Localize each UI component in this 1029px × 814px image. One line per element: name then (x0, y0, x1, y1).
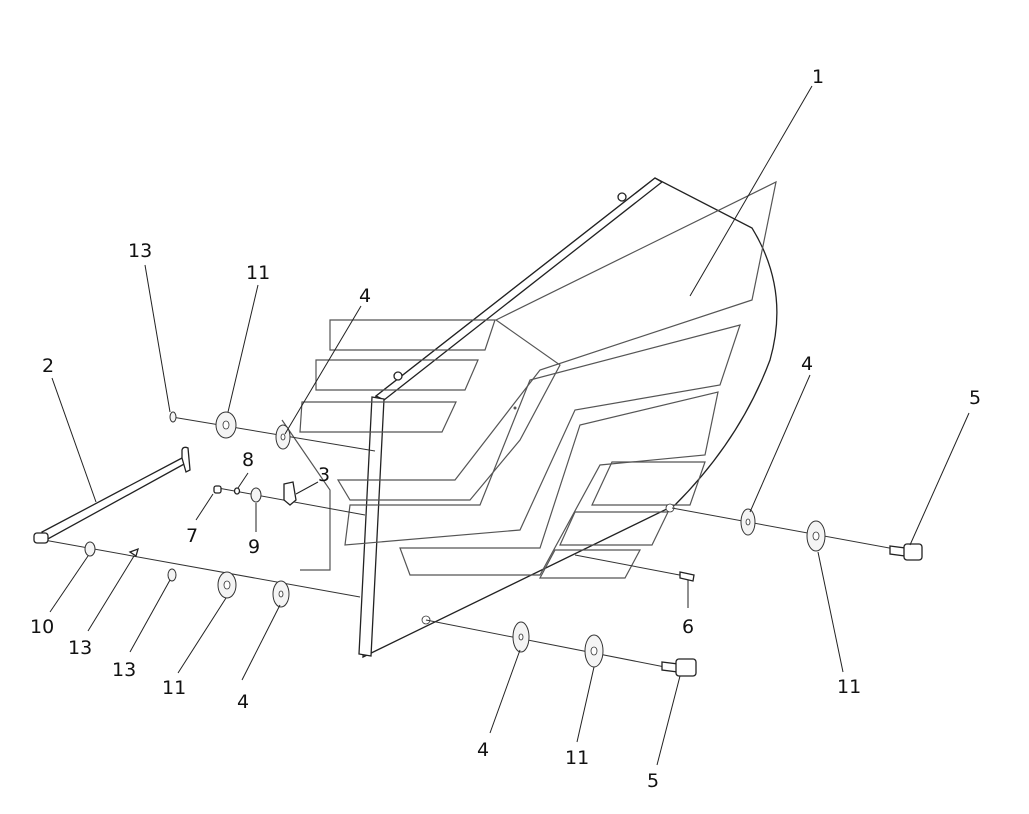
bottom-hardware (512, 621, 697, 677)
cotter-pin-13 (169, 411, 177, 423)
callout-10: 10 (30, 616, 54, 638)
callout-13-upper: 13 (128, 240, 152, 262)
bracket-3 (283, 481, 297, 506)
callout-4-bottom: 4 (477, 739, 489, 761)
callout-labels: 1 2 3 4 4 4 4 5 5 6 7 8 9 10 11 11 11 11… (30, 66, 981, 792)
bolt-5-bottom-head (675, 658, 697, 677)
support-rod-part-2 (33, 446, 191, 544)
callout-1: 1 (812, 66, 824, 88)
washer-9 (250, 487, 262, 503)
callout-7: 7 (186, 525, 198, 547)
pin-6 (679, 571, 695, 582)
callout-2: 2 (42, 355, 54, 377)
cotter-pin-13-lower (128, 547, 139, 558)
nut-7 (213, 485, 222, 494)
callout-4-upper: 4 (359, 285, 371, 307)
callout-11-bottom: 11 (565, 747, 589, 769)
leader-lines (49, 85, 970, 766)
lower-left-hardware (84, 541, 290, 608)
bracket-hardware (213, 481, 297, 506)
right-hardware (679, 508, 923, 582)
callout-4-lower-left: 4 (237, 691, 249, 713)
callout-8: 8 (242, 449, 254, 471)
spring-washer-8 (233, 487, 241, 495)
callout-3: 3 (318, 464, 330, 486)
callout-6: 6 (682, 616, 694, 638)
callout-9: 9 (248, 536, 260, 558)
callout-4-right: 4 (801, 353, 813, 375)
callout-5-right: 5 (969, 387, 981, 409)
upper-left-hardware (169, 411, 291, 450)
callout-11-upper: 11 (246, 262, 270, 284)
callout-5-bottom: 5 (647, 770, 659, 792)
washer-10 (84, 541, 96, 557)
side-panel-part-1 (358, 177, 778, 659)
callout-11-lower-left: 11 (162, 677, 186, 699)
assembly-axis-lines (43, 416, 901, 669)
callout-13-bottom: 13 (112, 659, 136, 681)
callout-13-lower: 13 (68, 637, 92, 659)
bolt-5-right-head (903, 543, 923, 561)
ring-13 (167, 568, 177, 582)
callout-11-right: 11 (837, 676, 861, 698)
bolt-5-right-shank (889, 545, 906, 557)
panel-stripe-decals (281, 180, 777, 625)
